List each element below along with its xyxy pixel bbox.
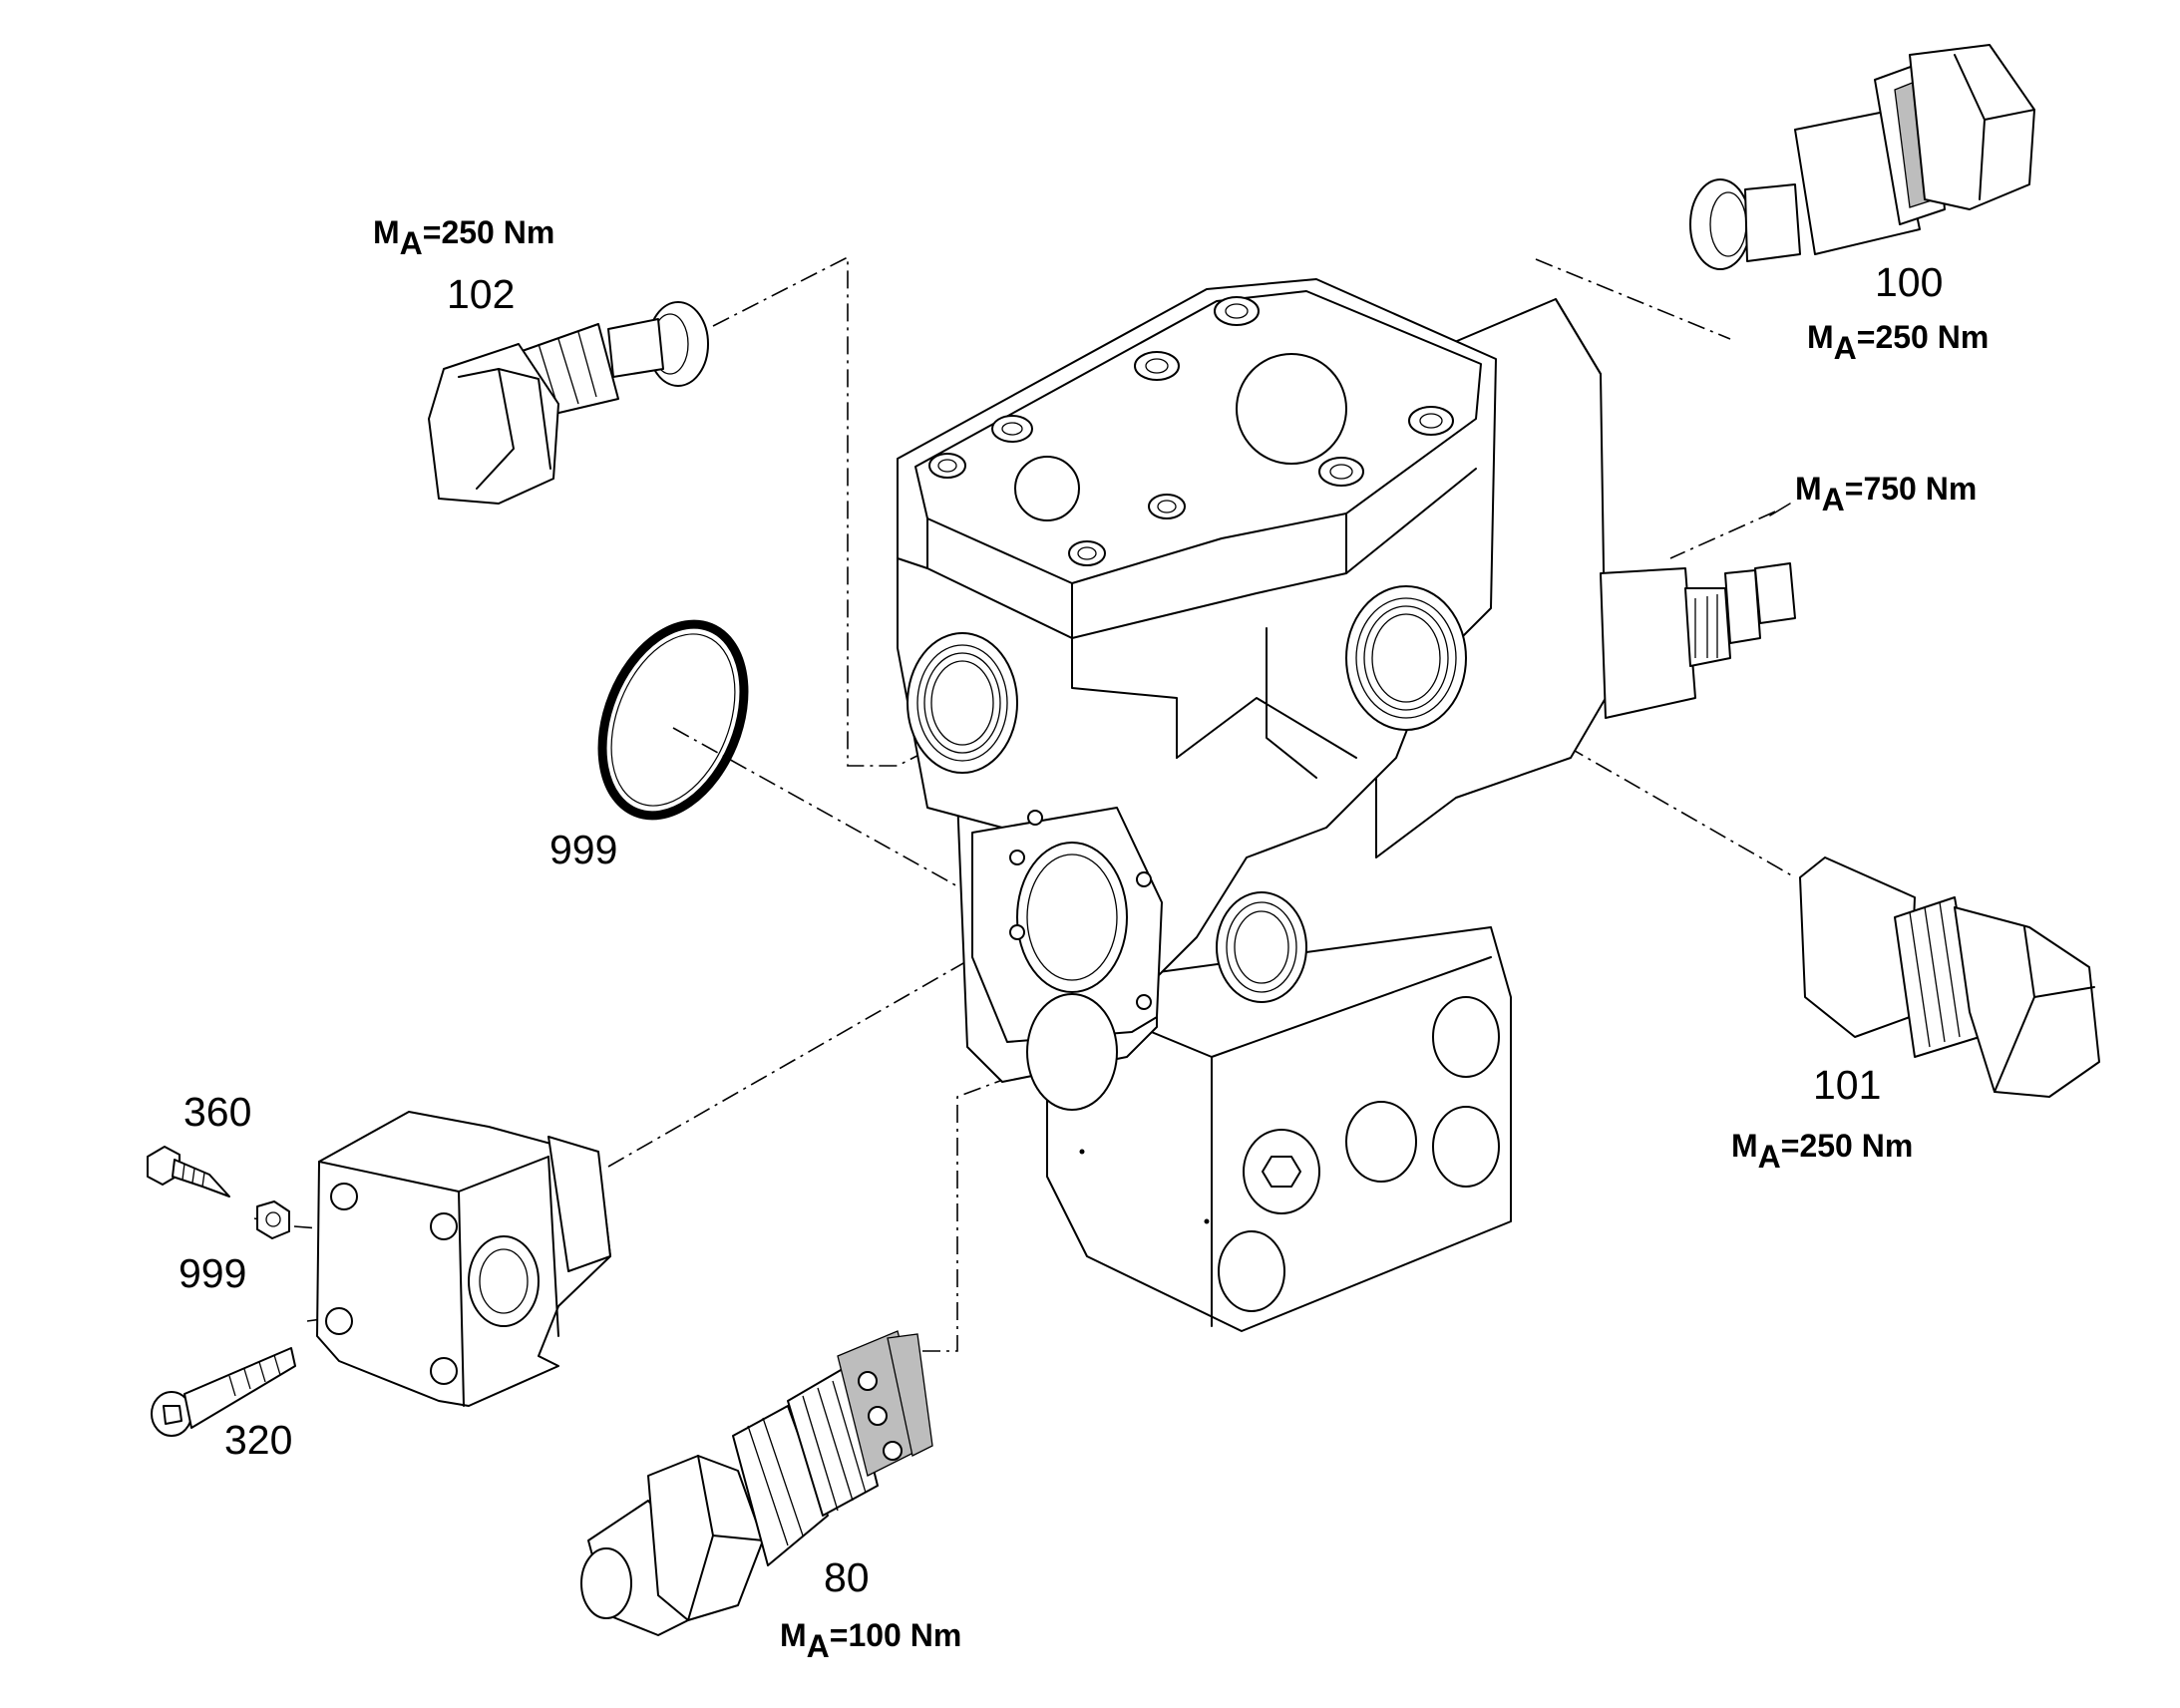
- part-number-101: 101: [1813, 1062, 1882, 1108]
- solenoid-block: [316, 1111, 611, 1407]
- part-999-o-ring: [597, 619, 749, 821]
- part-number-102: 102: [447, 271, 516, 317]
- part-999-nut: [256, 1200, 290, 1239]
- part-360-screw: [147, 1146, 230, 1197]
- part-80-cartridge: [580, 1330, 933, 1636]
- torque-label-100: MA=250 Nm: [1807, 319, 1990, 366]
- part-100-plug: [1689, 44, 2035, 270]
- part-102-plug: [428, 301, 709, 505]
- part-750nm-valve: [1600, 562, 1796, 719]
- valve-body: [897, 278, 1607, 1332]
- part-101-cartridge: [1799, 856, 2100, 1098]
- part-number-360: 360: [183, 1089, 252, 1135]
- part-number-80: 80: [824, 1554, 870, 1600]
- torque-label-102: MA=250 Nm: [373, 214, 555, 261]
- torque-label-80: MA=100 Nm: [780, 1617, 962, 1664]
- part-number-320: 320: [224, 1417, 293, 1463]
- part-320-screw: [151, 1347, 296, 1437]
- part-number-999-o-ring: 999: [549, 827, 618, 872]
- torque-label-750: MA=750 Nm: [1795, 471, 1978, 517]
- torque-label-101: MA=250 Nm: [1731, 1128, 1914, 1175]
- part-number-999-nut: 999: [179, 1250, 247, 1296]
- part-number-100: 100: [1875, 259, 1944, 305]
